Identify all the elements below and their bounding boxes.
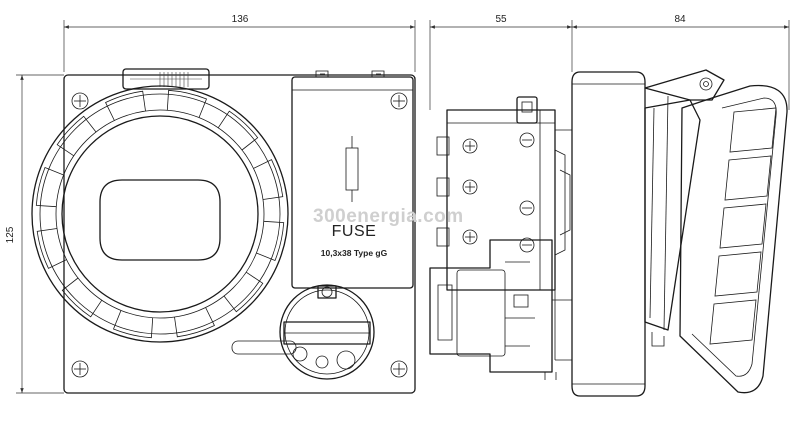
dimension-width-front: 136 (63, 14, 416, 72)
socket-rib (36, 228, 67, 269)
side-socket-rib (714, 251, 762, 297)
socket-rib (35, 166, 64, 208)
side-switch-module (429, 239, 572, 380)
socket-ring (31, 85, 289, 343)
side-socket-rib (719, 203, 767, 249)
dimension-label-84: 84 (674, 14, 686, 25)
dimension-label-136: 136 (232, 14, 249, 25)
socket-rib (223, 271, 264, 313)
socket-rib (166, 89, 208, 118)
side-socket (644, 69, 788, 394)
side-view (429, 69, 788, 397)
socket-rib (61, 277, 103, 318)
mounting-screw-top-right (390, 92, 408, 110)
socket-rib (56, 115, 97, 157)
front-view: FUSE 10,3x38 Type gG (31, 68, 416, 394)
slide-lever (231, 340, 297, 355)
socket-lid-window (99, 179, 221, 261)
side-terminal-screw-2 (436, 177, 478, 197)
socket-rib (105, 90, 146, 121)
socket-rib (174, 307, 215, 338)
dimension-depth-socket: 84 (572, 14, 790, 110)
mounting-screw-bottom-right (390, 360, 408, 378)
side-connector-screws (519, 132, 535, 253)
socket-rib (217, 110, 259, 151)
fuse-symbol (345, 147, 359, 191)
mounting-screw-bottom-left (71, 360, 89, 378)
socket-rib (253, 159, 284, 200)
fuse-title: FUSE (332, 223, 377, 240)
dimension-depth-side: 55 (429, 14, 573, 110)
side-socket-rib (729, 107, 777, 153)
dimension-label-55: 55 (495, 14, 507, 25)
side-mounting-plate (571, 71, 646, 397)
side-socket-rib (709, 299, 757, 345)
fuse-subtitle: 10,3x38 Type gG (321, 248, 388, 258)
socket-rib (112, 310, 154, 339)
side-socket-rib (724, 155, 772, 201)
side-terminal-top (516, 96, 538, 124)
watermark: 300energia.com (313, 206, 464, 227)
dimension-height-front: 125 (5, 74, 64, 394)
side-terminal-screw-1 (436, 136, 478, 156)
dimension-label-125: 125 (5, 226, 16, 243)
side-housing (446, 109, 572, 361)
fuse-panel: FUSE 10,3x38 Type gG (291, 70, 414, 289)
lid-hinge (122, 68, 210, 90)
switch-knob (279, 284, 375, 380)
socket-rib (256, 220, 285, 262)
mounting-screw-top-left (71, 92, 89, 110)
side-terminal-screw-3 (436, 227, 478, 247)
